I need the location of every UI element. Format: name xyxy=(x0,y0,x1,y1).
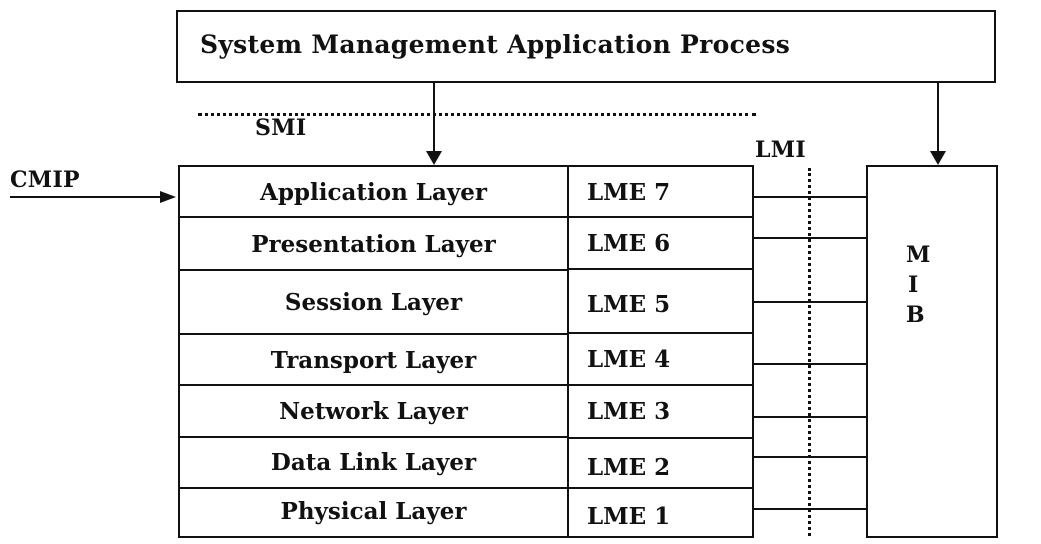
layer-label: Application Layer xyxy=(259,178,487,206)
lme-7: LME 7 xyxy=(569,167,752,217)
arrow-down-icon xyxy=(930,151,946,165)
lme-divider xyxy=(567,268,754,270)
layer-label: Presentation Layer xyxy=(251,230,496,258)
layer-presentation: Presentation Layer xyxy=(180,218,567,270)
layer-divider xyxy=(178,216,568,218)
smi-label: SMI xyxy=(255,115,307,141)
lme-label: LME 6 xyxy=(587,230,671,257)
lme-divider xyxy=(567,216,754,218)
lmi-label: LMI xyxy=(755,137,807,163)
lme-divider xyxy=(567,384,754,386)
lme-divider xyxy=(567,332,754,334)
layer-label: Transport Layer xyxy=(270,346,477,374)
lme6-mib-connector xyxy=(754,237,866,239)
lme-label: LME 1 xyxy=(587,503,671,530)
lme-label: LME 3 xyxy=(587,397,671,425)
layer-session: Session Layer xyxy=(180,271,567,334)
lmi-boundary-line xyxy=(808,168,811,536)
layer-label: Physical Layer xyxy=(280,497,467,525)
layer-label: Network Layer xyxy=(279,398,468,425)
lme4-mib-connector xyxy=(754,363,866,365)
lme-label: LME 2 xyxy=(587,453,671,481)
system-management-application-process-label: System Management Application Process xyxy=(200,30,791,59)
layer-transport: Transport Layer xyxy=(180,335,567,385)
arrow-down-icon xyxy=(426,151,442,165)
lme2-mib-connector xyxy=(754,456,866,458)
lme1-mib-connector xyxy=(754,508,866,510)
mib-letter-m: M xyxy=(906,242,931,268)
lme5-mib-connector xyxy=(754,301,866,303)
lme-3: LME 3 xyxy=(569,386,752,436)
system-management-application-process-box: System Management Application Process xyxy=(176,10,996,83)
layer-network: Network Layer xyxy=(180,386,567,437)
osi-layer-stack xyxy=(178,165,754,538)
mib-box: M I B xyxy=(866,165,998,538)
lme-label: LME 7 xyxy=(587,178,671,206)
mib-letter-b: B xyxy=(906,302,925,328)
layer-application: Application Layer xyxy=(180,167,567,217)
cmip-label: CMIP xyxy=(10,167,80,193)
lme-6: LME 6 xyxy=(569,218,752,269)
lme-divider xyxy=(567,437,754,439)
lme7-mib-connector xyxy=(754,196,866,198)
arrow-right-icon xyxy=(160,191,176,203)
lme3-mib-connector xyxy=(754,416,866,418)
layer-label: Data Link Layer xyxy=(270,448,477,476)
lme-divider xyxy=(567,487,754,489)
layer-divider xyxy=(178,333,568,335)
process-to-mib-connector xyxy=(937,83,939,153)
lme-4: LME 4 xyxy=(569,334,752,384)
layer-divider xyxy=(178,384,568,386)
layer-divider xyxy=(178,269,568,271)
layer-lme-divider xyxy=(567,165,569,538)
smi-boundary-line xyxy=(198,113,756,116)
lme-2: LME 2 xyxy=(569,439,752,487)
lme-1: LME 1 xyxy=(569,489,752,536)
layer-divider xyxy=(178,487,568,489)
mib-letter-i: I xyxy=(908,272,919,298)
process-to-stack-connector xyxy=(433,83,435,153)
layer-physical: Physical Layer xyxy=(180,489,567,533)
lme-label: LME 5 xyxy=(587,290,671,318)
layer-divider xyxy=(178,436,568,438)
layer-label: Session Layer xyxy=(284,289,463,316)
lme-label: LME 4 xyxy=(587,345,671,373)
layer-data-link: Data Link Layer xyxy=(180,438,567,486)
lme-5: LME 5 xyxy=(569,270,752,332)
cmip-connector xyxy=(10,196,162,198)
